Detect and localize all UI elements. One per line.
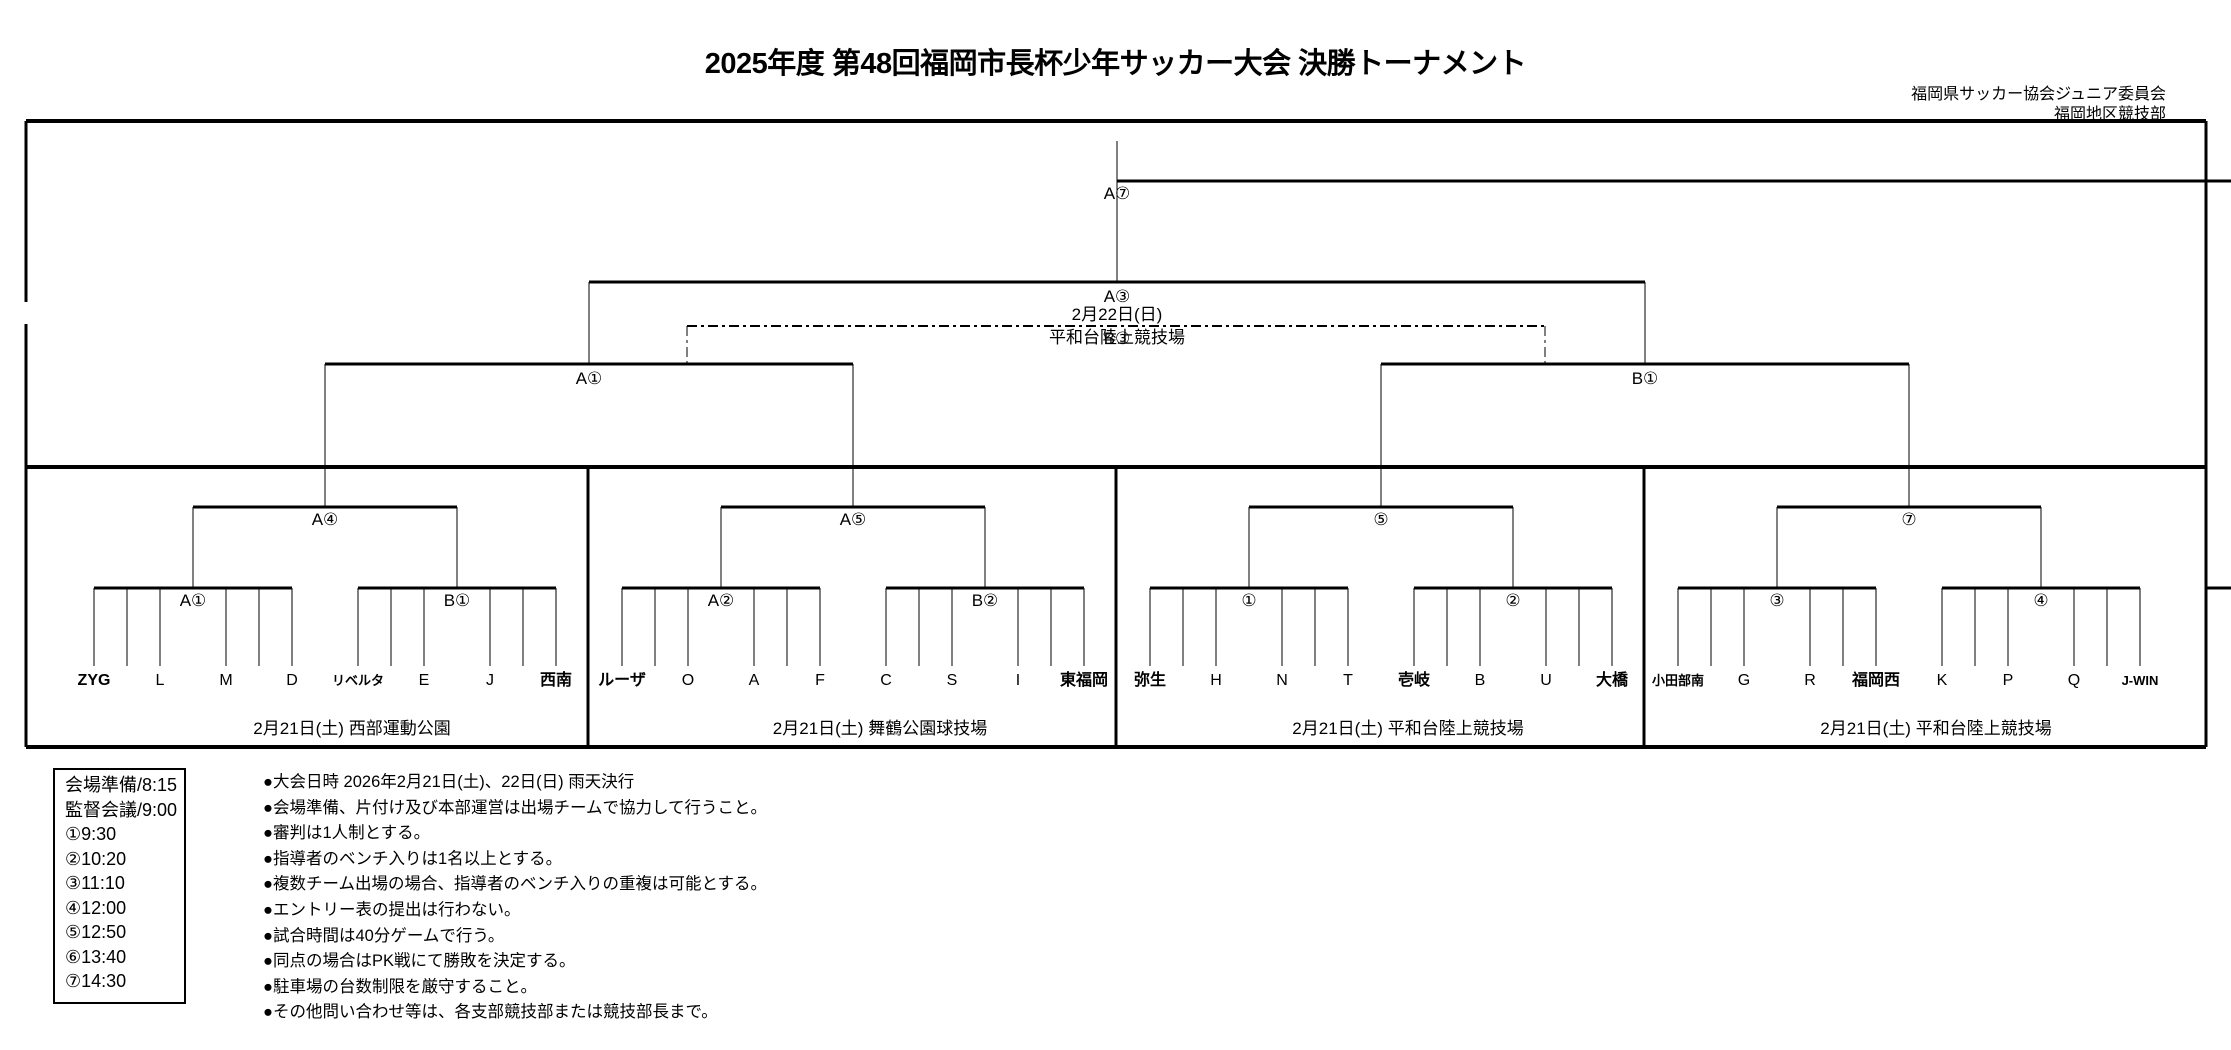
quarter-match-label: A①: [576, 369, 603, 388]
round1-match-label: ③: [1769, 591, 1784, 610]
finals-venue: 平和台陸上競技場: [1049, 328, 1185, 347]
note-item: ●指導者のベンチ入りは1名以上とする。: [263, 849, 563, 868]
team-name: J: [486, 672, 494, 689]
schedule-box: 会場準備/8:15 監督会議/9:00 ①9:30 ②10:20 ③11:10 ④12:0…: [53, 768, 186, 1004]
team-name: T: [1343, 672, 1353, 689]
note-item: ●その他問い合わせ等は、各支部競技部または競技部長まで。: [263, 1003, 718, 1022]
round1-match-label: B②: [972, 591, 999, 610]
note-item: ●会場準備、片付け及び本部運営は出場チームで協力して行うこと。: [263, 798, 767, 817]
round1-match-label: B①: [444, 591, 471, 610]
team-name: M: [219, 672, 232, 689]
team-name: 西南: [540, 670, 572, 689]
note-item: ●エントリー表の提出は行わない。: [263, 900, 521, 919]
team-name: G: [1738, 672, 1750, 689]
note-item: ●複数チーム出場の場合、指導者のベンチ入りの重複は可能とする。: [263, 875, 767, 894]
note-item: ●審判は1人制とする。: [263, 824, 431, 843]
team-name: J-WIN: [2122, 673, 2159, 688]
team-name: 壱岐: [1398, 670, 1430, 689]
schedule-item: ⑤12:50: [65, 922, 127, 942]
team-name: P: [2003, 672, 2014, 689]
round1-match-label: A①: [180, 591, 207, 610]
schedule-item: ⑦14:30: [65, 971, 127, 991]
section-venue: 2月21日(土) 平和台陸上競技場: [1292, 719, 1523, 738]
team-name: L: [156, 672, 165, 689]
team-name: 大橋: [1596, 670, 1629, 689]
team-name: N: [1276, 672, 1288, 689]
round1-match-label: ②: [1505, 591, 1520, 610]
section-venue: 2月21日(土) 西部運動公園: [253, 719, 450, 738]
round2-match-label: ⑦: [1901, 510, 1916, 529]
team-name: O: [682, 672, 694, 689]
section-venue: 2月21日(土) 平和台陸上競技場: [1820, 719, 2051, 738]
round2-match-label: ⑤: [1373, 510, 1388, 529]
round2-match-label: A④: [312, 510, 339, 529]
schedule-item: ②10:20: [65, 848, 127, 869]
note-item: ●駐車場の台数制限を厳守すること。: [263, 977, 537, 996]
schedule-item: ①9:30: [65, 824, 117, 844]
team-name: 小田部南: [1652, 673, 1704, 688]
team-name: E: [419, 672, 430, 689]
finals-date: 2月22日(日): [1072, 305, 1163, 324]
organizer-name: 福岡県サッカー協会ジュニア委員会: [1911, 86, 2166, 103]
section-venue: 2月21日(土) 舞鶴公園球技場: [773, 719, 987, 738]
team-name: A: [749, 672, 760, 689]
team-name: R: [1804, 672, 1816, 689]
team-name: U: [1540, 672, 1552, 689]
quarter-match-label: B①: [1632, 369, 1659, 388]
team-name: 福岡西: [1851, 670, 1900, 689]
round1-match-label: ①: [1241, 591, 1256, 610]
page-title: 2025年度 第48回福岡市長杯少年サッカー大会 決勝トーナメント: [704, 48, 1527, 80]
schedule-item: ④12:00: [65, 897, 127, 918]
semi-match-label: A③: [1104, 287, 1131, 306]
note-item: ●試合時間は40分ゲームで行う。: [263, 926, 505, 945]
note-item: ●大会日時 2026年2月21日(土)、22日(日) 雨天決行: [263, 773, 635, 791]
team-name: ルーザ: [598, 671, 646, 689]
team-name: C: [880, 672, 892, 689]
team-name: ZYG: [78, 672, 111, 689]
note-item: ●同点の場合はPK戦にて勝敗を決定する。: [263, 952, 576, 971]
team-name: Q: [2068, 672, 2080, 689]
schedule-item: ⑥13:40: [65, 946, 127, 967]
team-name: B: [1475, 672, 1486, 689]
round2-match-label: A⑤: [840, 510, 867, 529]
notes-list: ●大会日時 2026年2月21日(土)、22日(日) 雨天決行 ●会場準備、片付け…: [263, 770, 767, 1026]
organizer-department: 福岡地区競技部: [2053, 106, 2166, 123]
team-name: I: [1016, 672, 1020, 689]
third-place-match-label: B③: [1104, 329, 1131, 348]
round1-match-label: A②: [708, 591, 735, 610]
team-name: H: [1210, 672, 1222, 689]
team-name: 東福岡: [1060, 670, 1108, 689]
team-name: K: [1937, 672, 1948, 689]
team-name: F: [815, 672, 825, 689]
round1-match-label: ④: [2033, 591, 2048, 610]
team-name: リベルタ: [332, 673, 384, 688]
schedule-item: 会場準備/8:15: [65, 775, 178, 795]
team-name: 弥生: [1134, 670, 1166, 689]
team-name: D: [286, 672, 298, 689]
schedule-item: ③11:10: [65, 873, 125, 893]
schedule-item: 監督会議/9:00: [65, 799, 178, 820]
team-name: S: [947, 672, 958, 689]
